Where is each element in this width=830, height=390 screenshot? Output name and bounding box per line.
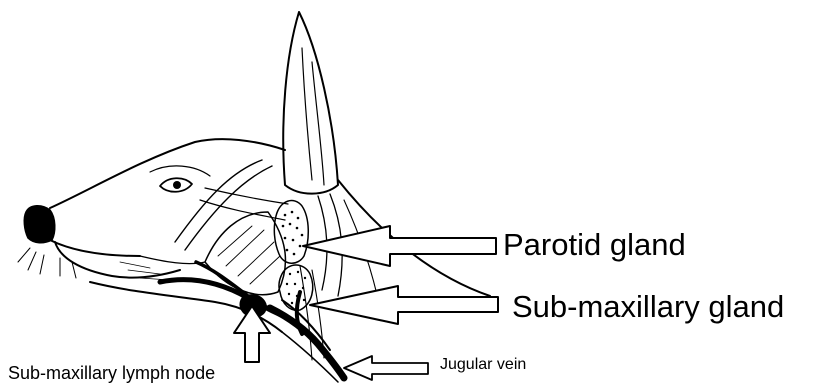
pupil	[173, 181, 181, 189]
sub-maxillary-gland-label: Sub-maxillary gland	[512, 291, 784, 322]
upper-lip	[55, 242, 180, 278]
jugular-vein	[270, 308, 344, 378]
whiskers	[18, 248, 76, 278]
parotid-gland-arrow	[303, 226, 496, 266]
sub-maxillary-lymph-node-label: Sub-maxillary lymph node	[8, 364, 215, 382]
masseter-hatch	[218, 226, 280, 284]
facial-vein	[160, 280, 288, 318]
eyebrow-line	[150, 166, 210, 176]
facial-muscle-line	[205, 188, 288, 204]
ear-inner-line	[302, 48, 312, 180]
muzzle-outline	[50, 240, 140, 256]
parotid-gland-label: Parotid gland	[503, 229, 686, 260]
nose	[24, 206, 55, 243]
jugular-vein-label: Jugular vein	[440, 357, 526, 373]
neck-muscle-line	[300, 266, 312, 360]
jugular-vein-arrow	[344, 356, 428, 380]
lymph-node-arrow	[234, 306, 270, 362]
facial-muscle-line	[175, 160, 262, 242]
